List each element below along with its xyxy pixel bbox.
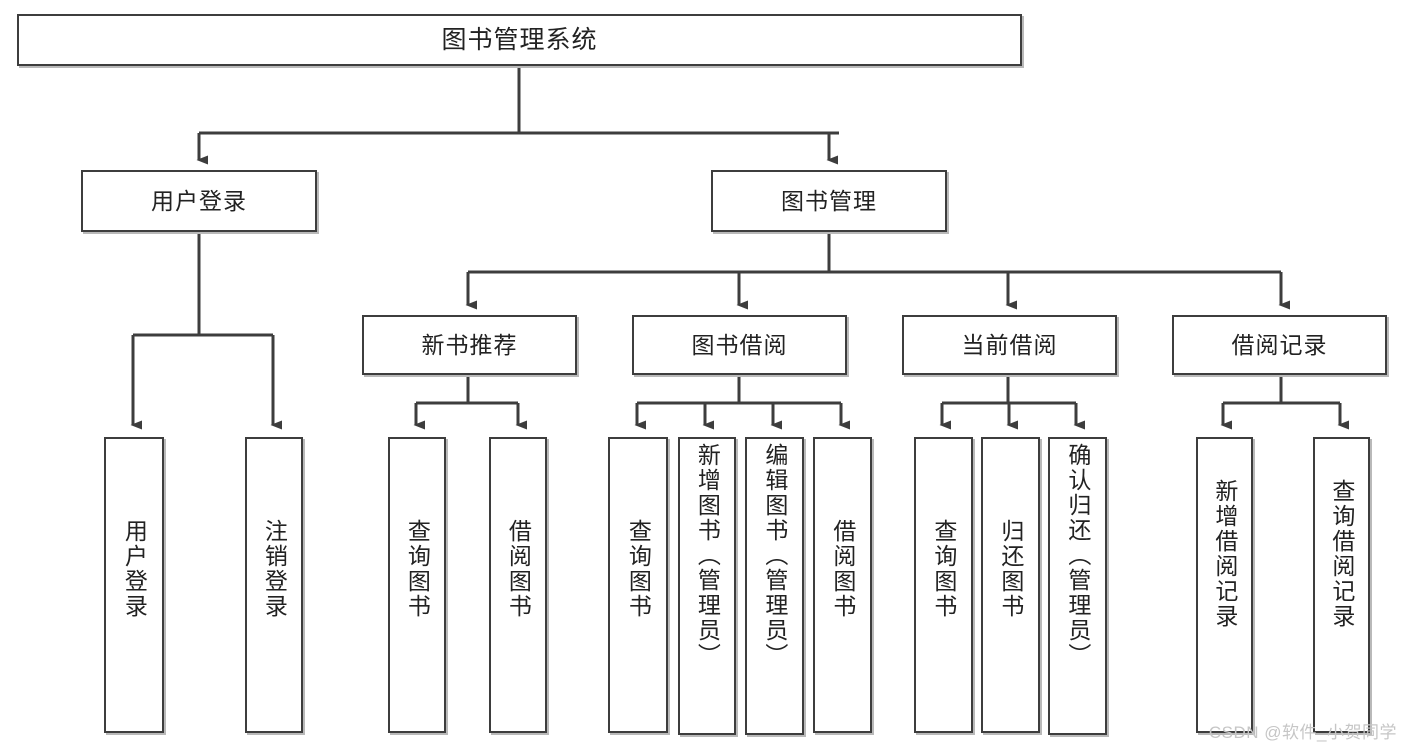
leaf-user-login-label: 用户登录 (121, 519, 148, 619)
node-book-borrow[interactable]: 图书借阅 (632, 315, 847, 375)
node-current-borrow-label: 当前借阅 (961, 331, 1058, 358)
leaf-record-add-label: 新增借阅记录 (1211, 479, 1238, 629)
leaf-record-query[interactable]: 查询借阅记录 (1313, 437, 1370, 733)
leaf-current-return[interactable]: 归还图书 (981, 437, 1040, 733)
leaf-current-confirm-return[interactable]: 确认归还（管理员） (1048, 437, 1107, 735)
leaf-current-query-label: 查询图书 (930, 519, 957, 619)
leaf-record-add[interactable]: 新增借阅记录 (1196, 437, 1253, 733)
leaf-newbook-borrow-label: 借阅图书 (505, 519, 532, 619)
leaf-user-logout[interactable]: 注销登录 (245, 437, 303, 733)
leaf-newbook-query-label: 查询图书 (404, 519, 431, 619)
leaf-user-logout-label: 注销登录 (261, 519, 288, 619)
node-book-management-label: 图书管理 (781, 187, 877, 214)
node-borrow-record[interactable]: 借阅记录 (1172, 315, 1387, 375)
leaf-newbook-query[interactable]: 查询图书 (388, 437, 446, 733)
leaf-user-login[interactable]: 用户登录 (104, 437, 164, 733)
leaf-borrow-lend-book-label: 借阅图书 (829, 519, 856, 619)
leaf-borrow-lend-book[interactable]: 借阅图书 (813, 437, 872, 733)
csdn-watermark: CSDN @软件_小贺同学 (1208, 723, 1397, 742)
leaf-current-query[interactable]: 查询图书 (914, 437, 973, 733)
node-root-label: 图书管理系统 (441, 25, 598, 54)
leaf-current-confirm-return-label: 确认归还（管理员） (1064, 443, 1091, 668)
leaf-borrow-add-book-label: 新增图书（管理员） (694, 443, 721, 668)
node-new-book-recommend[interactable]: 新书推荐 (362, 315, 577, 375)
leaf-borrow-edit-book[interactable]: 编辑图书（管理员） (745, 437, 804, 735)
node-new-book-recommend-label: 新书推荐 (421, 331, 518, 358)
leaf-record-query-label: 查询借阅记录 (1328, 479, 1355, 629)
leaf-borrow-edit-book-label: 编辑图书（管理员） (761, 443, 788, 668)
leaf-current-return-label: 归还图书 (997, 519, 1024, 619)
node-user-login[interactable]: 用户登录 (81, 170, 317, 232)
node-user-login-label: 用户登录 (151, 187, 247, 214)
leaf-borrow-query[interactable]: 查询图书 (608, 437, 668, 733)
node-current-borrow[interactable]: 当前借阅 (902, 315, 1117, 375)
leaf-newbook-borrow[interactable]: 借阅图书 (489, 437, 547, 733)
leaf-borrow-add-book[interactable]: 新增图书（管理员） (678, 437, 736, 735)
node-book-borrow-label: 图书借阅 (691, 331, 788, 358)
leaf-borrow-query-label: 查询图书 (625, 519, 652, 619)
node-root[interactable]: 图书管理系统 (17, 14, 1022, 66)
node-borrow-record-label: 借阅记录 (1231, 331, 1328, 358)
node-book-management[interactable]: 图书管理 (711, 170, 947, 232)
